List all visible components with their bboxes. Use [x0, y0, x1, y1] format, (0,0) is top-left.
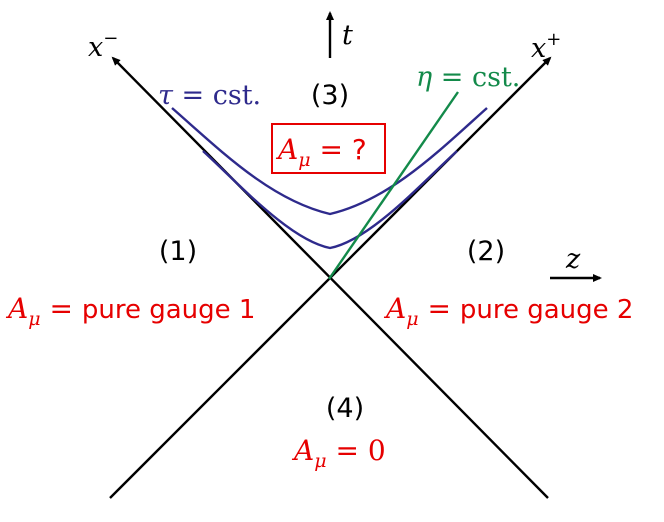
hyperbola-inner: [202, 150, 458, 250]
x-plus-label: x+: [531, 29, 561, 64]
region-1-label: (1): [159, 236, 197, 267]
tau-const-label: τ = cst.: [158, 80, 261, 111]
t-label: t: [342, 20, 353, 51]
eta-const-label: η = cst.: [416, 62, 520, 93]
region-4-field: Aμ = 0: [291, 434, 386, 472]
region-3-field-box: [271, 123, 386, 174]
eta-line: [328, 91, 459, 280]
region-3-field: Aμ = ?: [275, 133, 367, 171]
z-label: z: [565, 244, 581, 275]
region-4-label: (4): [326, 393, 364, 424]
x-minus-label: x−: [88, 28, 118, 63]
region-1-field: Aμ = pure gauge 1: [5, 292, 255, 330]
region-2-label: (2): [467, 236, 505, 267]
region-2-field: Aμ = pure gauge 2: [383, 292, 633, 330]
hyperbola-outer: [171, 107, 488, 216]
region-3-label: (3): [311, 80, 349, 111]
